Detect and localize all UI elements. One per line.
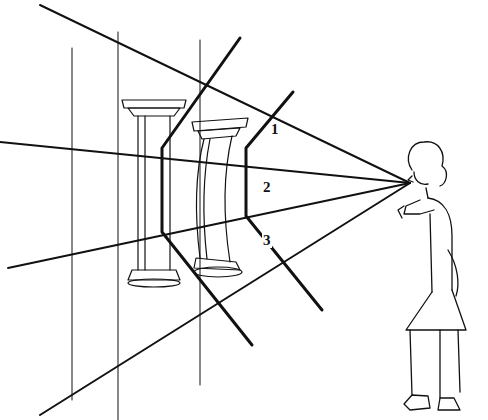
callout-number: 3 bbox=[262, 233, 272, 248]
wall-line bbox=[118, 32, 119, 420]
sight-line bbox=[8, 183, 410, 268]
sight-line bbox=[40, 5, 410, 183]
picture-plane bbox=[246, 92, 322, 310]
wall-line bbox=[72, 48, 73, 400]
callout-number: 1 bbox=[270, 122, 280, 137]
observer-figure bbox=[398, 142, 466, 410]
picture-plane bbox=[162, 38, 252, 345]
projected-column bbox=[192, 118, 248, 277]
callout-number: 2 bbox=[262, 180, 272, 195]
